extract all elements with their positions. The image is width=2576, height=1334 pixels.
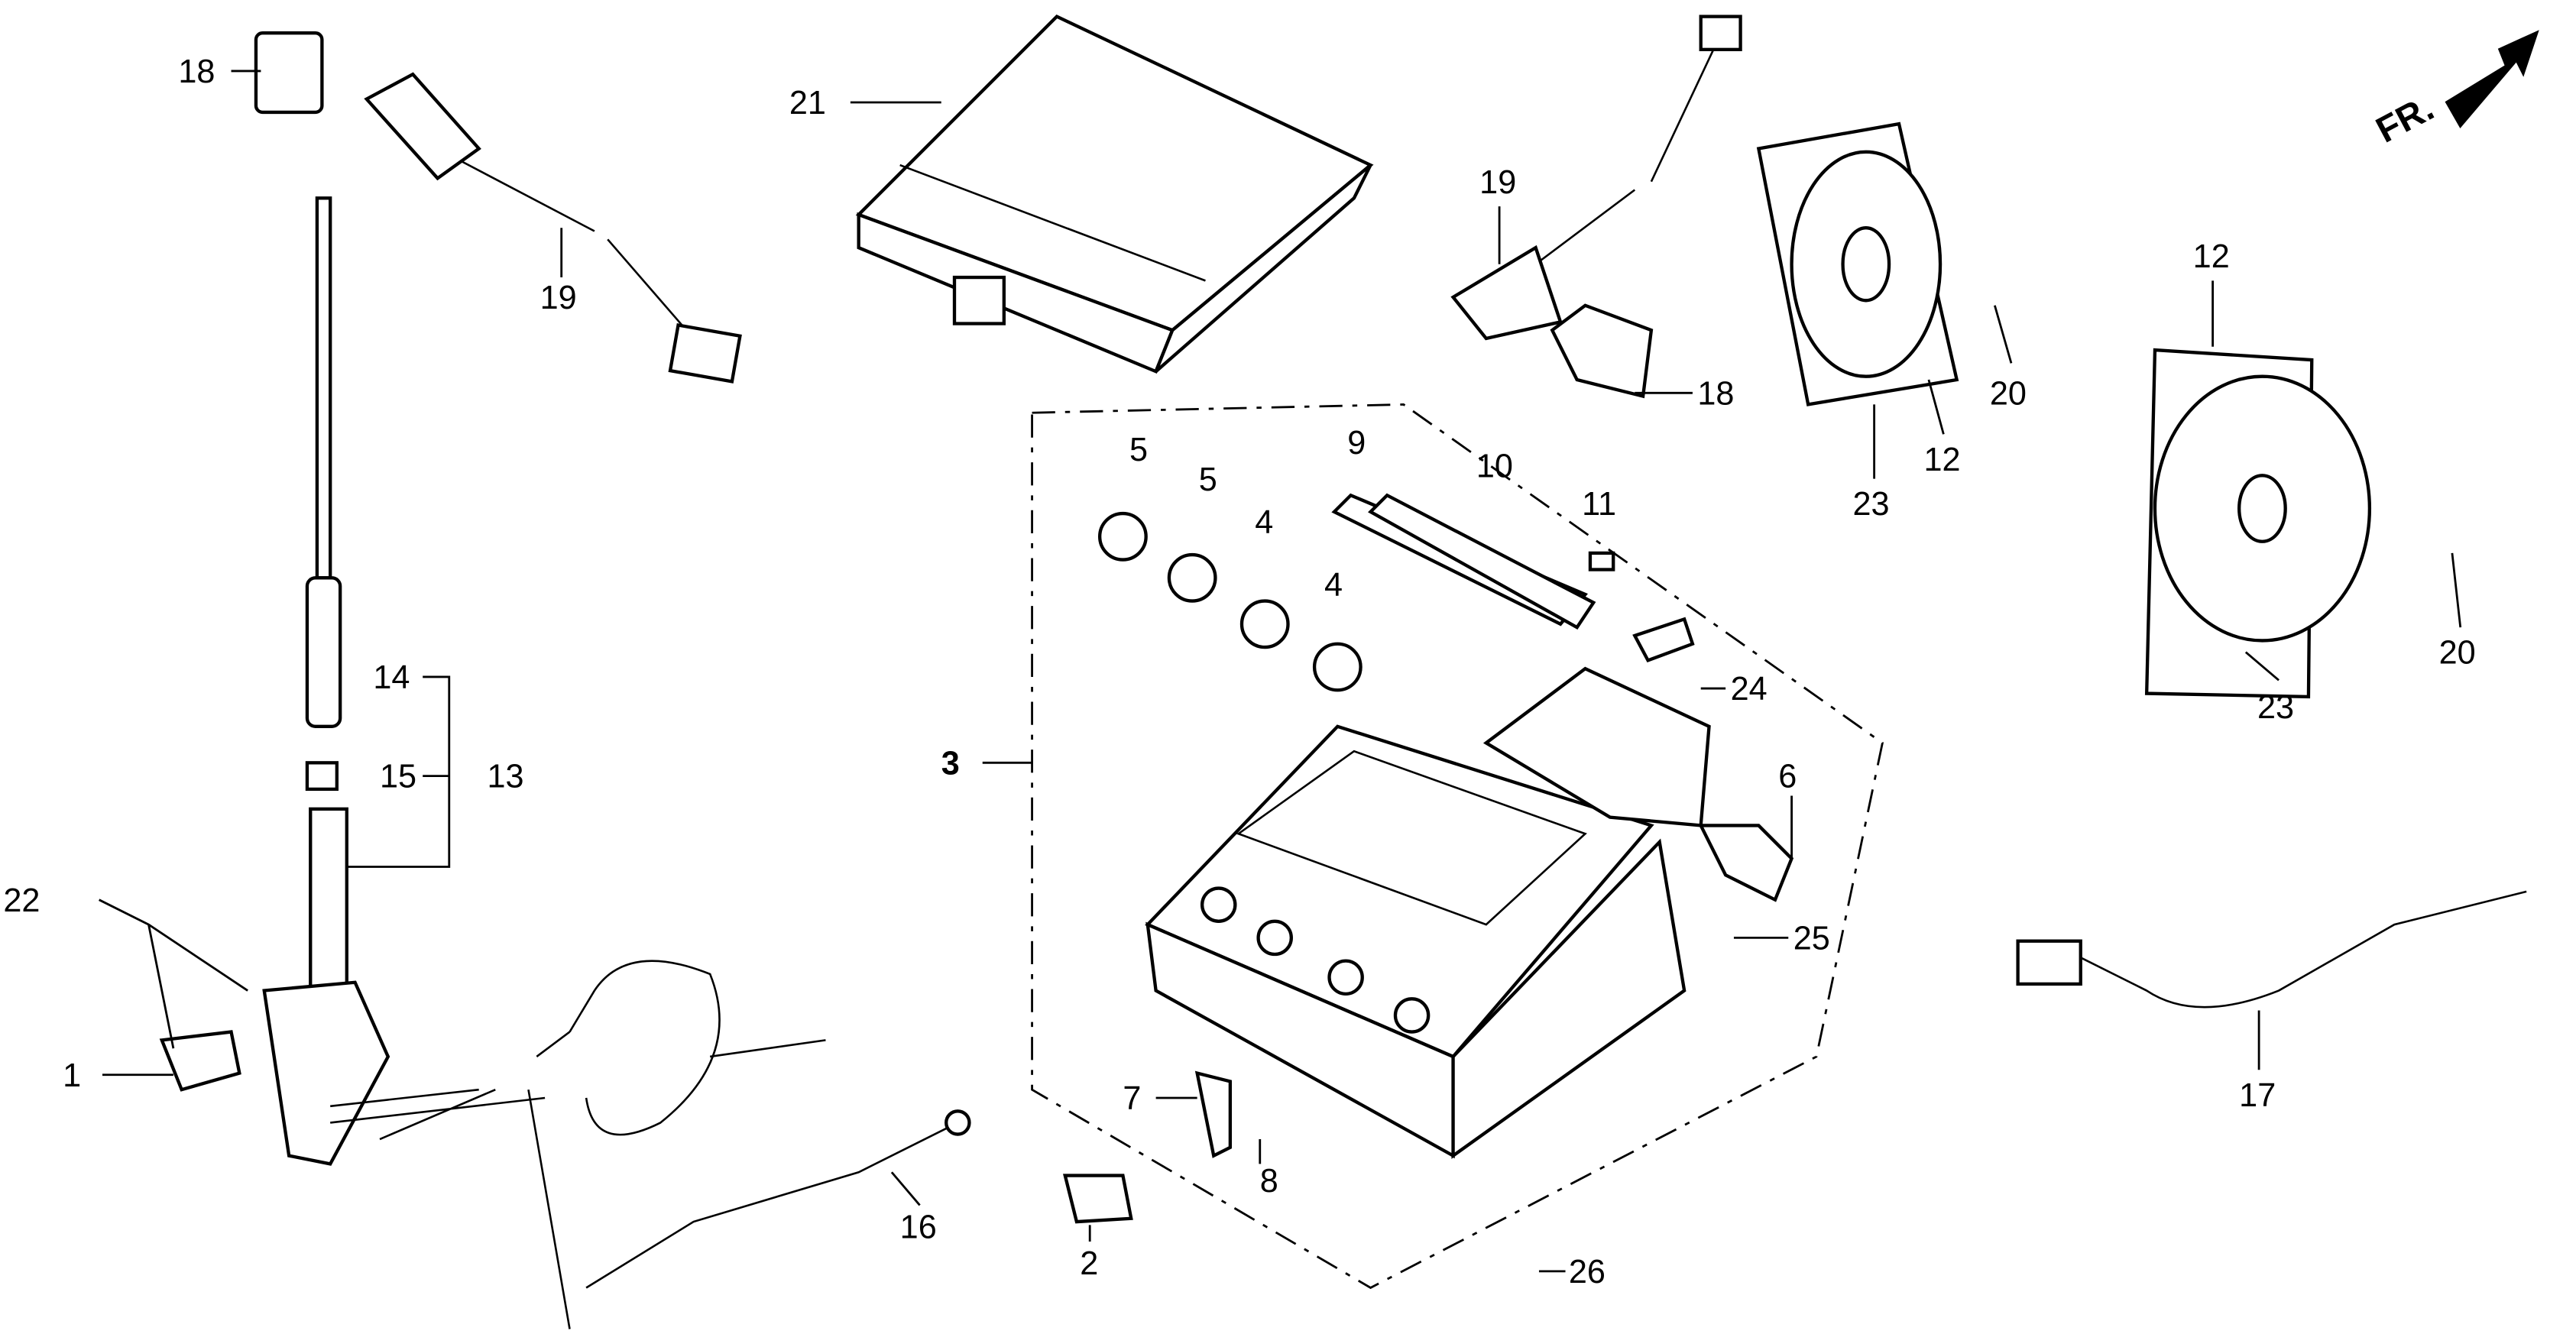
cable-assembly-left <box>254 31 742 384</box>
callout-23: 23 <box>1853 486 1890 523</box>
callout-7: 7 <box>1123 1080 1141 1117</box>
cover-2 <box>1063 1174 1133 1224</box>
callout-6: 6 <box>1778 759 1797 795</box>
knobs <box>1097 511 1363 692</box>
callout-1: 1 <box>63 1057 81 1094</box>
callout-21: 21 <box>789 85 826 121</box>
callout-19: 19 <box>1479 164 1516 201</box>
callout-9: 9 <box>1347 425 1366 461</box>
speakers-and-cables <box>1450 15 2527 1009</box>
callout-2: 2 <box>1080 1245 1098 1282</box>
callout-16: 16 <box>900 1209 937 1246</box>
callout-12: 12 <box>2193 238 2230 275</box>
callout-18: 18 <box>178 53 215 90</box>
bracket-small <box>1632 617 1695 663</box>
callout-13: 13 <box>487 759 523 795</box>
audio-head-unit <box>1145 666 1711 1159</box>
callout-25: 25 <box>1793 921 1830 957</box>
callout-8: 8 <box>1260 1163 1278 1200</box>
callout-24: 24 <box>1731 671 1768 707</box>
bracket-6 <box>1698 824 1794 902</box>
display-panel <box>1367 493 1596 630</box>
antenna-assembly <box>159 196 971 1329</box>
front-direction-label: FR. <box>2370 88 2440 151</box>
leader-lines <box>99 70 2462 1273</box>
callout-4: 4 <box>1324 567 1343 604</box>
callout-18: 18 <box>1697 375 1734 412</box>
callout-15: 15 <box>380 759 416 795</box>
callout-10: 10 <box>1476 448 1513 484</box>
callout-17: 17 <box>2239 1077 2276 1114</box>
lid-cover <box>855 15 1374 374</box>
callout-23: 23 <box>2257 689 2294 726</box>
callout-12: 12 <box>1923 442 1960 478</box>
callout-20: 20 <box>1990 375 2027 412</box>
callout-26: 26 <box>1569 1254 1606 1290</box>
front-direction-arrow: FR. <box>2370 30 2539 151</box>
bulb <box>1588 551 1615 571</box>
callout-5: 5 <box>1129 432 1148 468</box>
callout-11: 11 <box>1582 486 1616 523</box>
clip-7 <box>1194 1070 1233 1158</box>
callout-20: 20 <box>2439 635 2476 672</box>
callout-22: 22 <box>3 882 40 919</box>
callout-19: 19 <box>540 280 577 316</box>
callout-14: 14 <box>373 659 410 696</box>
callout-3: 3 <box>941 745 960 782</box>
callout-4: 4 <box>1255 504 1273 541</box>
head-unit-kit-boundary <box>1031 403 1884 1290</box>
callout-5: 5 <box>1199 461 1217 498</box>
